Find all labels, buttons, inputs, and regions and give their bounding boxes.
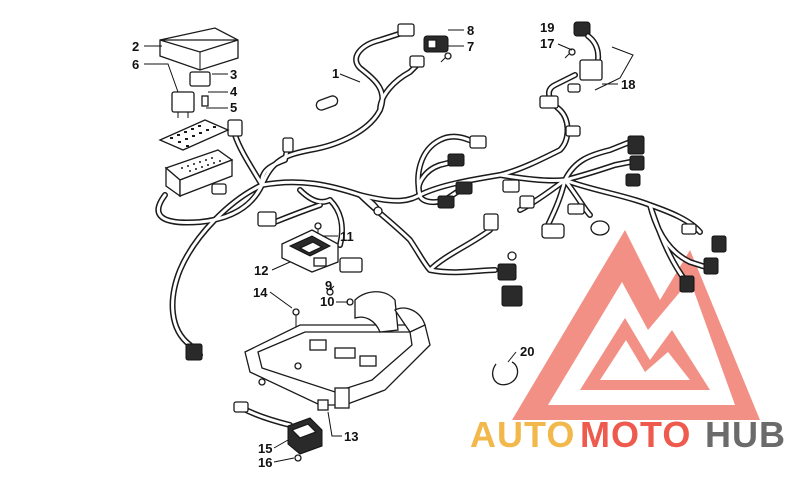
- tray-13: [244, 291, 431, 411]
- fuse-panel-5: [158, 119, 230, 151]
- watermark-text: AUTO MOTO HUB: [470, 414, 786, 455]
- harness-wires: [155, 29, 718, 358]
- label-9: 9: [325, 278, 332, 293]
- ecu-module-12: [281, 229, 339, 273]
- leader-lines: [144, 29, 618, 463]
- label-13: 13: [344, 429, 358, 444]
- label-20: 20: [520, 344, 534, 359]
- label-6: 6: [132, 57, 139, 72]
- label-15: 15: [258, 441, 272, 456]
- fuse-box-cover: [159, 27, 239, 71]
- label-8: 8: [467, 23, 474, 38]
- screw-7: [440, 52, 452, 63]
- label-19: 19: [540, 20, 554, 35]
- sensor-8: [423, 35, 449, 53]
- regulator-15: [233, 401, 323, 455]
- watermark-auto: AUTO: [470, 414, 575, 455]
- watermark-logo: [512, 230, 760, 420]
- label-10: 10: [320, 294, 334, 309]
- label-1: 1: [332, 66, 339, 81]
- screw-16: [294, 454, 302, 462]
- label-4: 4: [230, 84, 238, 99]
- screw-17: [564, 48, 576, 59]
- label-5: 5: [230, 100, 237, 115]
- label-18: 18: [621, 77, 635, 92]
- label-16: 16: [258, 455, 272, 470]
- clip-4: [201, 95, 209, 107]
- label-2: 2: [132, 39, 139, 54]
- relay-6: [171, 91, 195, 118]
- relay-3: [189, 71, 211, 87]
- clamp-20: [492, 361, 519, 386]
- watermark-moto: MOTO: [580, 414, 691, 455]
- ground-cable-19: [567, 21, 603, 93]
- clip-9: [326, 288, 334, 296]
- fuse-block: [164, 149, 234, 198]
- part-labels: 1 2 3 4 5 6 7 8 9 10 11 12 13 14 15 16 1…: [132, 20, 635, 470]
- watermark-hub: HUB: [705, 414, 786, 455]
- label-11: 11: [340, 229, 354, 244]
- label-7: 7: [467, 39, 474, 54]
- label-17: 17: [540, 36, 554, 51]
- label-3: 3: [230, 67, 237, 82]
- label-14: 14: [253, 285, 268, 300]
- label-12: 12: [254, 263, 268, 278]
- harness-connectors: [185, 23, 727, 361]
